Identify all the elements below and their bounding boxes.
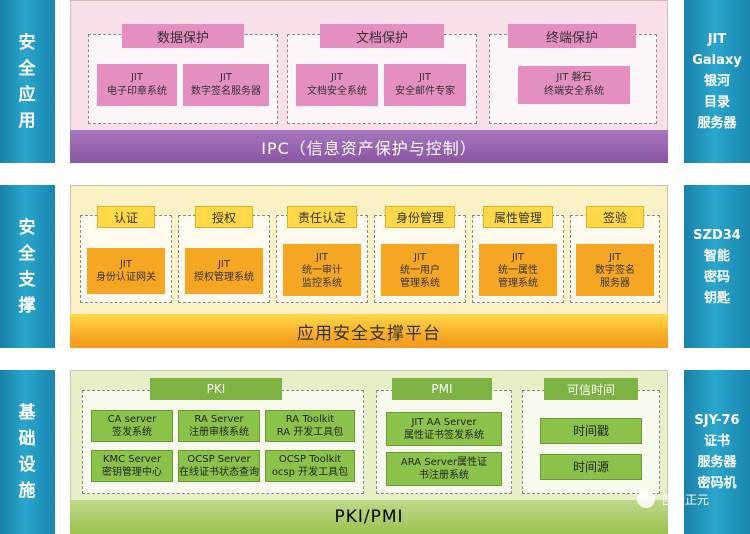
group-title-attribute-management: 属性管理 — [483, 206, 553, 228]
pki-item-kmc-server: KMC Server 密钥管理中心 — [91, 450, 173, 482]
sidebar-right-szd34: SZD34 智能 密码 钥匙 — [684, 185, 750, 348]
group-title-pmi: PMI — [392, 378, 492, 400]
group-title-data-protection: 数据保护 — [122, 24, 244, 48]
watermark-text: 吉大正元 — [660, 492, 709, 507]
app-item-endpoint-security: JIT 磐石 终端安全系统 — [518, 66, 630, 104]
time-item-timestamp: 时间戳 — [540, 418, 642, 444]
group-title-authentication: 认证 — [97, 206, 155, 228]
wechat-icon — [636, 490, 655, 508]
group-title-authorization: 授权 — [195, 206, 253, 228]
sidebar-left-apps: 安 全 应 用 — [0, 0, 55, 163]
sidebar-right-sjy76: SJY-76 证书 服务器 密码机 — [684, 370, 750, 534]
support-item-attribute-system: JIT 统一属性 管理系统 — [479, 244, 557, 296]
support-item-user-management: JIT 统一用户 管理系统 — [381, 244, 459, 296]
pmi-item-aa-server: JIT AA Server 属性证书签发系统 — [386, 412, 502, 446]
group-title-trusted-time: 可信时间 — [544, 378, 638, 400]
sidebar-left-support: 安 全 支 撑 — [0, 185, 55, 348]
ipc-band: IPC（信息资产保护与控制） — [70, 130, 668, 163]
pki-item-ra-toolkit: RA Toolkit RA 开发工具包 — [265, 410, 355, 442]
group-title-document-protection: 文档保护 — [320, 24, 444, 48]
sidebar-right-galaxy: JIT Galaxy 银河 目录 服务器 — [684, 0, 750, 163]
app-item-signature-server: JIT 数字签名服务器 — [183, 64, 269, 106]
pki-pmi-band: PKI/PMI — [70, 500, 668, 534]
support-item-auth-gateway: JIT 身份认证网关 — [87, 248, 165, 294]
app-item-secure-mail: JIT 安全邮件专家 — [384, 64, 466, 106]
pki-item-ocsp-server: OCSP Server 在线证书状态查询 — [178, 450, 260, 482]
app-item-e-seal: JIT 电子印章系统 — [97, 64, 177, 106]
sidebar-left-infra: 基 础 设 施 — [0, 370, 55, 534]
time-item-time-source: 时间源 — [540, 454, 642, 480]
support-item-signature-server: JIT 数字签名 服务器 — [576, 244, 654, 296]
support-platform-band: 应用安全支撑平台 — [70, 314, 668, 348]
group-title-signature-verification: 签验 — [586, 206, 644, 228]
watermark: 吉大正元 — [618, 488, 728, 510]
pki-item-ca-server: CA server 签发系统 — [91, 410, 173, 442]
pki-item-ocsp-toolkit: OCSP Toolkit ocsp 开发工具包 — [265, 450, 355, 482]
pmi-item-ara-server: ARA Server属性证 书注册系统 — [386, 452, 502, 486]
group-title-pki: PKI — [150, 378, 282, 400]
group-title-endpoint-protection: 终端保护 — [508, 24, 636, 48]
group-title-identity-management: 身份管理 — [385, 206, 455, 228]
support-item-audit-system: JIT 统一审计 监控系统 — [283, 244, 361, 296]
pki-item-ra-server: RA Server 注册审核系统 — [178, 410, 260, 442]
app-item-document-security: JIT 文档安全系统 — [296, 64, 378, 106]
group-title-accountability: 责任认定 — [287, 206, 357, 228]
support-item-authorization-system: JIT 授权管理系统 — [185, 248, 263, 294]
